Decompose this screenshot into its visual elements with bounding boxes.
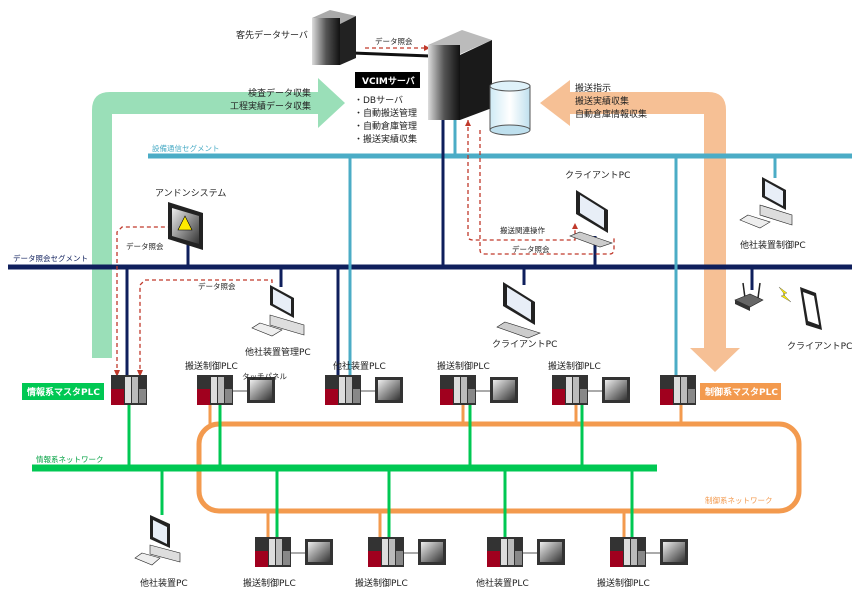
touch-panel-icon (490, 377, 518, 403)
plc-unit-icon (197, 375, 247, 405)
plc-label: 搬送制御PLC (243, 577, 296, 589)
desktop-pc-icon (251, 285, 305, 337)
info-collection-arrow (92, 78, 345, 358)
info-network-label: 情報系ネットワーク (36, 454, 104, 464)
desktop-pc-icon (134, 515, 181, 566)
plc-label: 他社装置PLC (476, 577, 529, 589)
andon-label: アンドンシステム (155, 188, 226, 199)
touch-panel-icon (418, 539, 446, 565)
equipment-segment-drops (348, 118, 777, 380)
tablet-icon (800, 287, 822, 330)
flow-right-label: 自動倉庫情報収集 (575, 108, 647, 120)
vcim-function: ・搬送実績収集 (354, 133, 417, 145)
equipment-segment-label: 設備通信セグメント (152, 143, 220, 153)
plc-unit-icon (487, 537, 537, 567)
customer-server-icon (312, 10, 356, 65)
plc-unit-icon (440, 375, 490, 405)
other-control-pc-label: 他社装置制御PC (740, 239, 806, 251)
arrowheads (114, 45, 578, 377)
plc-label: 搬送制御PLC (437, 360, 490, 372)
vcim-title-box (355, 72, 420, 88)
touch-panel-icon (537, 539, 565, 565)
control-master-plc-label: 制御系マスタPLC (705, 386, 778, 398)
touch-panel-icon (602, 377, 630, 403)
plc-label: 搬送制御PLC (548, 360, 601, 372)
data-query-segment-label: データ照会セグメント (13, 253, 88, 263)
touch-panel-icon (375, 377, 403, 403)
plc-unit-icon (610, 537, 660, 567)
info-network-drops (127, 405, 634, 538)
control-master-plc-badge (700, 383, 781, 400)
touch-panel-icon (247, 377, 275, 403)
data-query-label-top: データ照会 (375, 36, 413, 46)
info-master-plc-badge (22, 383, 104, 400)
andon-warning-monitor-icon (168, 202, 203, 250)
transport-operation-label: 搬送関連操作 (500, 225, 545, 235)
plc-label: 搬送制御PLC (355, 577, 408, 589)
control-network-label: 制御系ネットワーク (705, 495, 773, 505)
flow-right-label: 搬送指示 (575, 82, 611, 94)
plc-unit-icon (255, 537, 305, 567)
data-query-label: データ照会 (126, 241, 164, 251)
monitor-icon (496, 282, 541, 339)
flow-left-label: 工程実績データ収集 (230, 100, 311, 112)
data-query-label: データ照会 (512, 244, 550, 254)
other-pc-label: 他社装置PC (140, 577, 188, 589)
flow-left-label: 検査データ収集 (248, 87, 311, 99)
vcim-function: ・自動倉庫管理 (354, 120, 417, 132)
flow-right-label: 搬送実績収集 (575, 95, 629, 107)
vcim-title: VCIMサーバ (362, 76, 415, 87)
database-icon (489, 80, 531, 136)
other-mgmt-pc-label: 他社装置管理PC (245, 346, 311, 358)
plc-unit-icon (368, 537, 418, 567)
wireless-router-icon (734, 282, 764, 311)
plc-unit-icon (325, 375, 375, 405)
vcim-function: ・DBサーバ (354, 95, 403, 106)
touch-panel-label: タッチパネル (242, 372, 287, 381)
desktop-pc-icon (739, 177, 793, 229)
plc-unit-icon (111, 375, 147, 405)
customer-server-label: 客先データサーバ (236, 29, 308, 41)
plc-label: 搬送制御PLC (597, 577, 650, 589)
info-master-plc-label: 情報系マスタPLC (26, 386, 100, 398)
plc-label: 他社装置PLC (333, 360, 386, 372)
client-pc-label: クライアントPC (787, 341, 852, 352)
wireless-signal-icon (778, 286, 792, 303)
vcim-function: ・自動搬送管理 (354, 107, 417, 119)
plc-label: 搬送制御PLC (185, 360, 238, 372)
data-query-label: データ照会 (198, 281, 236, 291)
touch-panel-icon (660, 539, 688, 565)
client-pc-label: クライアントPC (565, 170, 630, 181)
control-instruction-arrow (540, 80, 740, 372)
touch-panel-icon (305, 539, 333, 565)
vcim-server-icon (428, 30, 492, 120)
control-network-drops (208, 405, 683, 538)
plc-unit-icon (660, 375, 696, 405)
monitor-icon (569, 190, 613, 248)
client-pc-label: クライアントPC (492, 339, 557, 350)
plc-unit-icon (552, 375, 602, 405)
